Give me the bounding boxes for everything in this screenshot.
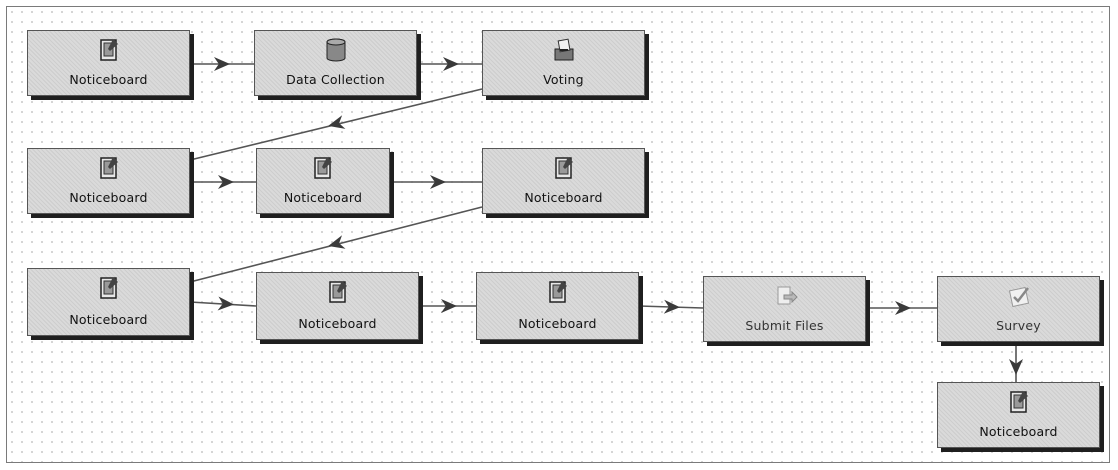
activity-node-noticeboard[interactable]: Noticeboard — [27, 30, 190, 96]
activity-node-noticeboard[interactable]: Noticeboard — [27, 268, 190, 336]
noticeboard-icon — [548, 281, 567, 303]
database-icon — [326, 38, 345, 62]
node-label: Noticeboard — [979, 424, 1058, 439]
activity-node-noticeboard[interactable]: Noticeboard — [482, 148, 645, 214]
node-label: Noticeboard — [283, 190, 363, 205]
activity-node-noticeboard[interactable]: Noticeboard — [256, 148, 390, 214]
node-label: Noticeboard — [69, 312, 148, 327]
submit-files-icon — [777, 286, 798, 305]
noticeboard-icon — [314, 157, 332, 179]
activity-node-survey[interactable]: Survey — [937, 276, 1100, 342]
activity-node-noticeboard[interactable]: Noticeboard — [27, 148, 190, 214]
node-label: Voting — [543, 72, 584, 87]
noticeboard-icon — [99, 39, 118, 61]
survey-icon — [1008, 286, 1029, 308]
activity-node-noticeboard[interactable]: Noticeboard — [256, 272, 419, 340]
activity-node-submit-files[interactable]: Submit Files — [703, 276, 866, 342]
node-label: Survey — [996, 318, 1041, 333]
node-label: Noticeboard — [298, 316, 377, 331]
activity-node-data-collection[interactable]: Data Collection — [254, 30, 417, 96]
noticeboard-icon — [99, 277, 118, 299]
node-label: Noticeboard — [69, 190, 148, 205]
ballot-box-icon — [554, 38, 573, 61]
activity-node-noticeboard[interactable]: Noticeboard — [937, 382, 1100, 448]
activity-node-noticeboard[interactable]: Noticeboard — [476, 272, 639, 340]
noticeboard-icon — [328, 281, 347, 303]
noticeboard-icon — [554, 157, 573, 179]
noticeboard-icon — [1009, 391, 1028, 413]
node-label: Noticeboard — [518, 316, 597, 331]
noticeboard-icon — [99, 157, 118, 179]
node-label: Data Collection — [286, 72, 385, 87]
node-label: Noticeboard — [524, 190, 603, 205]
node-label: Noticeboard — [69, 72, 148, 87]
node-label: Submit Files — [745, 318, 824, 333]
activity-node-voting[interactable]: Voting — [482, 30, 645, 96]
